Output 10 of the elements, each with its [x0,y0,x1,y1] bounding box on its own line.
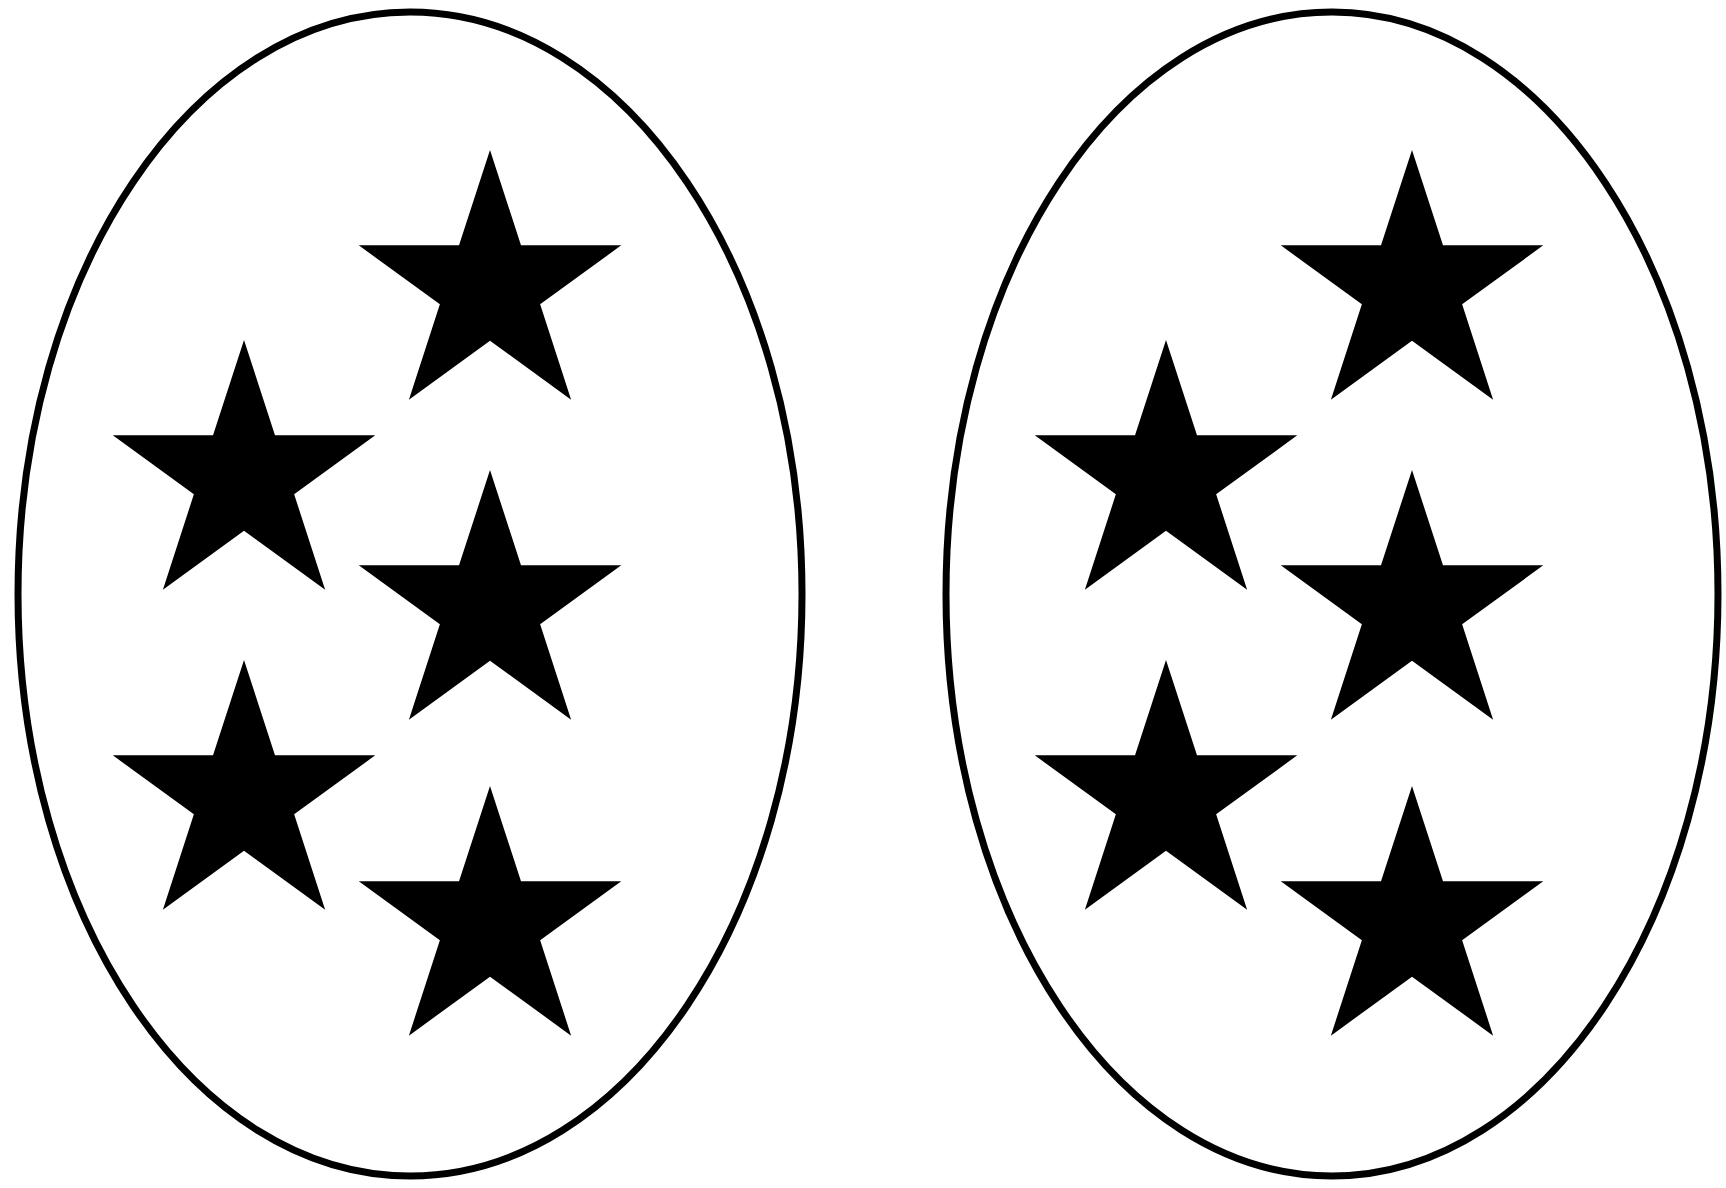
star-shape [1280,470,1544,720]
star-shape [358,150,622,400]
star-shape [358,470,622,720]
star-shape [112,660,376,910]
star-shape [1034,660,1298,910]
star-shape [1280,150,1544,400]
star-shape [112,340,376,590]
star-shape [1280,786,1544,1036]
star-shape [358,786,622,1036]
star-shape [1034,340,1298,590]
